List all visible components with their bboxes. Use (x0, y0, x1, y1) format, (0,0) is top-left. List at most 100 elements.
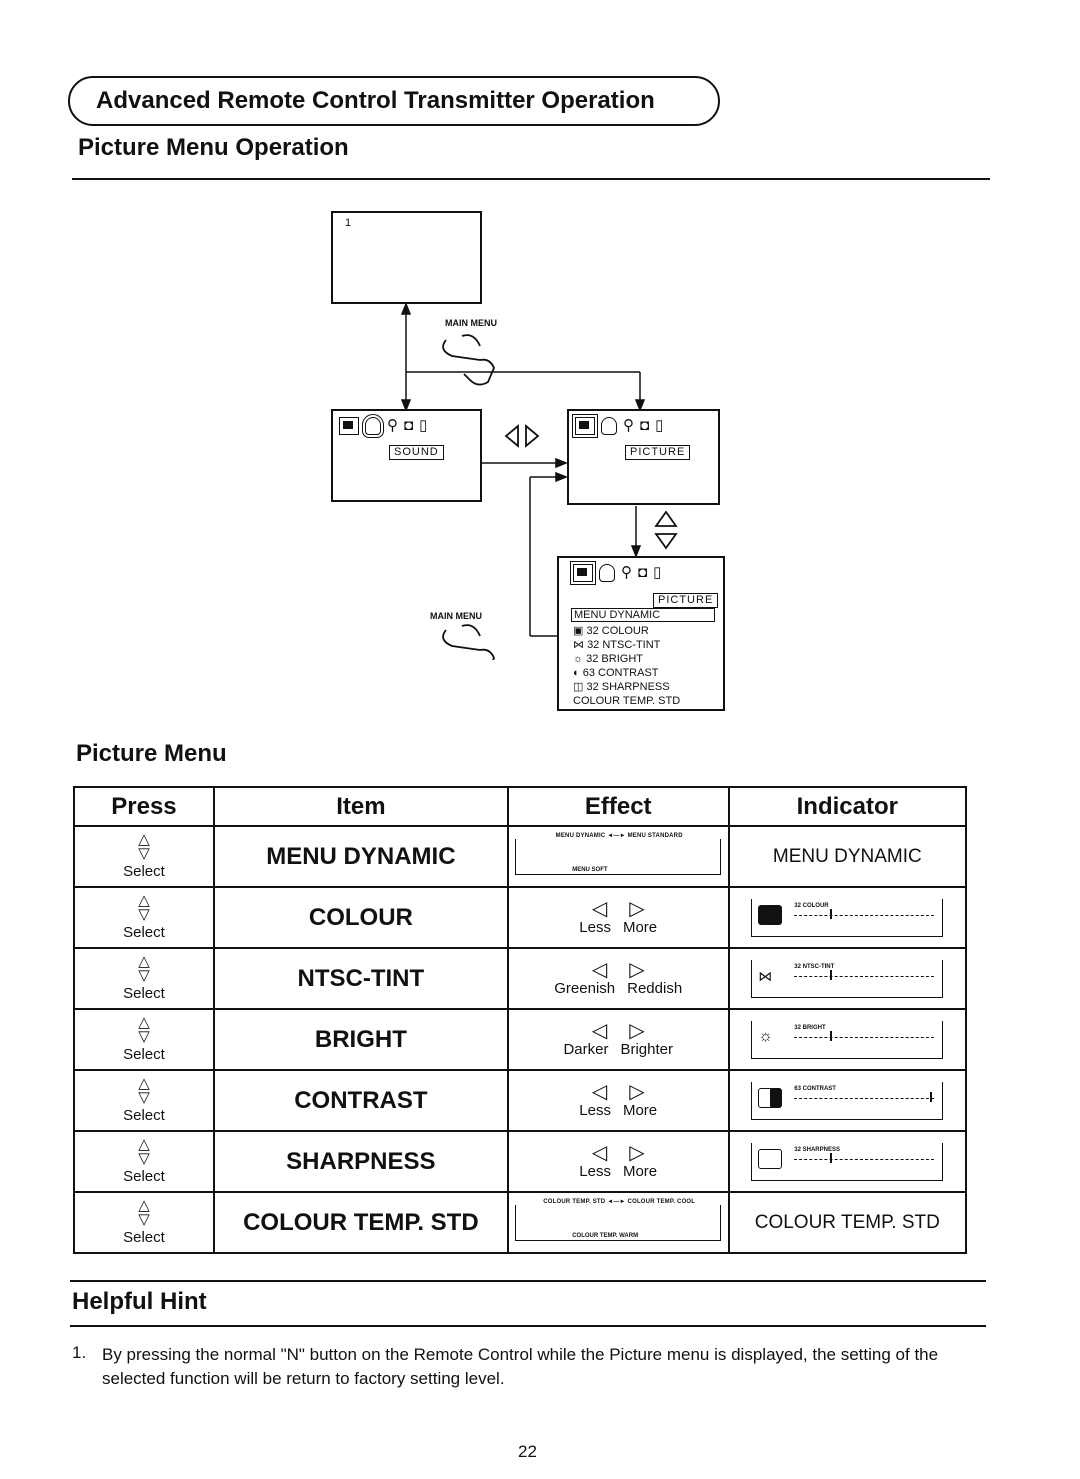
picture-icon (570, 561, 596, 585)
setup-icon: ⚲ (621, 564, 632, 581)
table-row: △▽ Select NTSC-TINT ◁▷ Greenish Reddish … (73, 947, 968, 1010)
timer-icon: ◘ (404, 417, 414, 434)
up-down-select-icon: △▽ (138, 1014, 150, 1045)
indicator-cell: 32 COLOUR (727, 886, 968, 949)
divider (72, 178, 990, 180)
table-row: △▽ Select CONTRAST ◁▷ Less More 63 CONTR… (73, 1069, 968, 1132)
osd-item: ▣ 32 COLOUR (573, 625, 649, 637)
effect-cell: ◁▷ Less More (506, 886, 730, 949)
up-down-select-icon: △▽ (138, 831, 150, 862)
effect-labels: Less More (509, 1102, 728, 1119)
osd-selected-item: MENU DYNAMIC (571, 608, 715, 622)
colour-icon (758, 904, 783, 925)
flow-lines (400, 301, 678, 660)
indicator-cell: COLOUR TEMP. STD (727, 1191, 968, 1254)
effect-labels: Greenish Reddish (509, 980, 728, 997)
effect-less-label: Less (579, 1163, 611, 1180)
level-marker (930, 1091, 932, 1102)
picture-icon (572, 414, 598, 438)
level-marker (830, 969, 832, 980)
effect-cell: MENU DYNAMIC ◄—► MENU STANDARD MENU SOFT (506, 825, 730, 888)
picture-label: PICTURE (653, 593, 719, 608)
press-cell: △▽ Select (73, 825, 215, 888)
menu-icon-row: ⚲ ◘ ▯ (572, 414, 663, 438)
effect-more-label: More (622, 1102, 658, 1119)
screen-number: 1 (345, 217, 352, 229)
osd-item-text: 32 NTSC-TINT (587, 639, 661, 651)
indicator-bar: 32 SHARPNESS (751, 1142, 944, 1181)
effect-less-label: Greenish (554, 980, 616, 997)
indicator-bar: 32 COLOUR (751, 898, 944, 937)
page-subtitle: Picture Menu Operation (78, 134, 349, 161)
press-cell: △▽ Select (73, 1130, 215, 1193)
select-label: Select (123, 985, 165, 1002)
tv-screen-blank: 1 (331, 211, 482, 304)
press-cell: △▽ Select (73, 1069, 215, 1132)
header-item: Item (212, 786, 509, 827)
divider (70, 1325, 986, 1327)
up-down-select-icon: △▽ (138, 953, 150, 984)
hint-text: By pressing the normal "N" button on the… (102, 1345, 939, 1388)
indicator-cell: 32 SHARPNESS (727, 1130, 968, 1193)
effect-cell: ◁▷ Greenish Reddish (506, 947, 730, 1010)
item-cell: COLOUR TEMP. STD (212, 1191, 509, 1254)
effect-cell: COLOUR TEMP. STD ◄—► COLOUR TEMP. COOL C… (506, 1191, 730, 1254)
menu-icon-row: ⚲ ◘ ▯ (339, 414, 428, 438)
effect-more-label: Reddish (627, 980, 683, 997)
press-cell: △▽ Select (73, 1008, 215, 1071)
picture-osd-screen: ⚲ ◘ ▯ PICTURE MENU DYNAMIC ▣ 32 COLOUR ⋈… (557, 556, 725, 711)
setup-icon: ⚲ (387, 417, 398, 434)
sound-icon (601, 417, 617, 435)
header-indicator: Indicator (727, 786, 968, 827)
picture-icon (339, 417, 359, 435)
cycle-bottom-text: MENU SOFT (572, 866, 608, 873)
effect-labels: Darker Brighter (509, 1041, 728, 1058)
select-label: Select (123, 1107, 165, 1124)
divider (70, 1280, 986, 1282)
level-marker (830, 1152, 832, 1163)
picture-menu-title: Picture Menu (76, 740, 227, 767)
indicator-bar: ☼ 32 BRIGHT (751, 1020, 944, 1059)
level-dashes (794, 975, 935, 977)
cycle-diagram: COLOUR TEMP. STD ◄—► COLOUR TEMP. COOL C… (515, 1199, 722, 1241)
picture-menu-table: Press Item Effect Indicator △▽ Select ME… (73, 786, 968, 1254)
cycle-top-text: MENU DYNAMIC ◄—► MENU STANDARD (555, 832, 683, 839)
effect-less-label: Darker (563, 1041, 609, 1058)
table-header-row: Press Item Effect Indicator (73, 786, 968, 827)
up-down-select-icon: △▽ (138, 892, 150, 923)
indicator-bar: ⋈ 32 NTSC-TINT (751, 959, 944, 998)
osd-item-list: ▣ 32 COLOUR ⋈ 32 NTSC-TINT ☼ 32 BRIGHT ◐… (573, 624, 680, 708)
tint-icon: ⋈ (758, 967, 773, 984)
picture-label: PICTURE (625, 445, 691, 460)
osd-item-text: 63 CONTRAST (582, 667, 659, 679)
osd-item: ◫ 32 SHARPNESS (573, 681, 670, 693)
level-marker (830, 1030, 832, 1041)
effect-more-label: More (622, 919, 658, 936)
press-cell: △▽ Select (73, 886, 215, 949)
effect-labels: Less More (509, 919, 728, 936)
item-cell: BRIGHT (212, 1008, 509, 1071)
effect-cell: ◁▷ Less More (506, 1130, 730, 1193)
main-menu-button-label: MAIN MENU (430, 611, 482, 621)
osd-item: ☼ 32 BRIGHT (573, 653, 643, 665)
item-cell: SHARPNESS (212, 1130, 509, 1193)
select-label: Select (123, 863, 165, 880)
level-dashes (794, 1036, 935, 1038)
item-cell: NTSC-TINT (212, 947, 509, 1010)
table-row: △▽ Select SHARPNESS ◁▷ Less More 32 SHAR… (73, 1130, 968, 1193)
hint-number: 1. (72, 1343, 87, 1362)
effect-more-label: Brighter (620, 1041, 673, 1058)
plug-icon: ▯ (419, 417, 428, 434)
picture-menu-screen: ⚲ ◘ ▯ PICTURE (567, 409, 720, 505)
contrast-icon (758, 1087, 783, 1108)
left-right-arrow-icons: ◁▷ (591, 959, 667, 981)
helpful-hint-title: Helpful Hint (72, 1288, 207, 1315)
table-row: △▽ Select MENU DYNAMIC MENU DYNAMIC ◄—► … (73, 825, 968, 888)
table-row: △▽ Select BRIGHT ◁▷ Darker Brighter ☼ 32… (73, 1008, 968, 1071)
item-cell: COLOUR (212, 886, 509, 949)
left-right-arrow-icons: ◁▷ (591, 1081, 667, 1103)
level-marker (830, 908, 832, 919)
osd-item-text: 32 COLOUR (586, 625, 649, 637)
setup-icon: ⚲ (623, 417, 634, 434)
press-cell: △▽ Select (73, 947, 215, 1010)
